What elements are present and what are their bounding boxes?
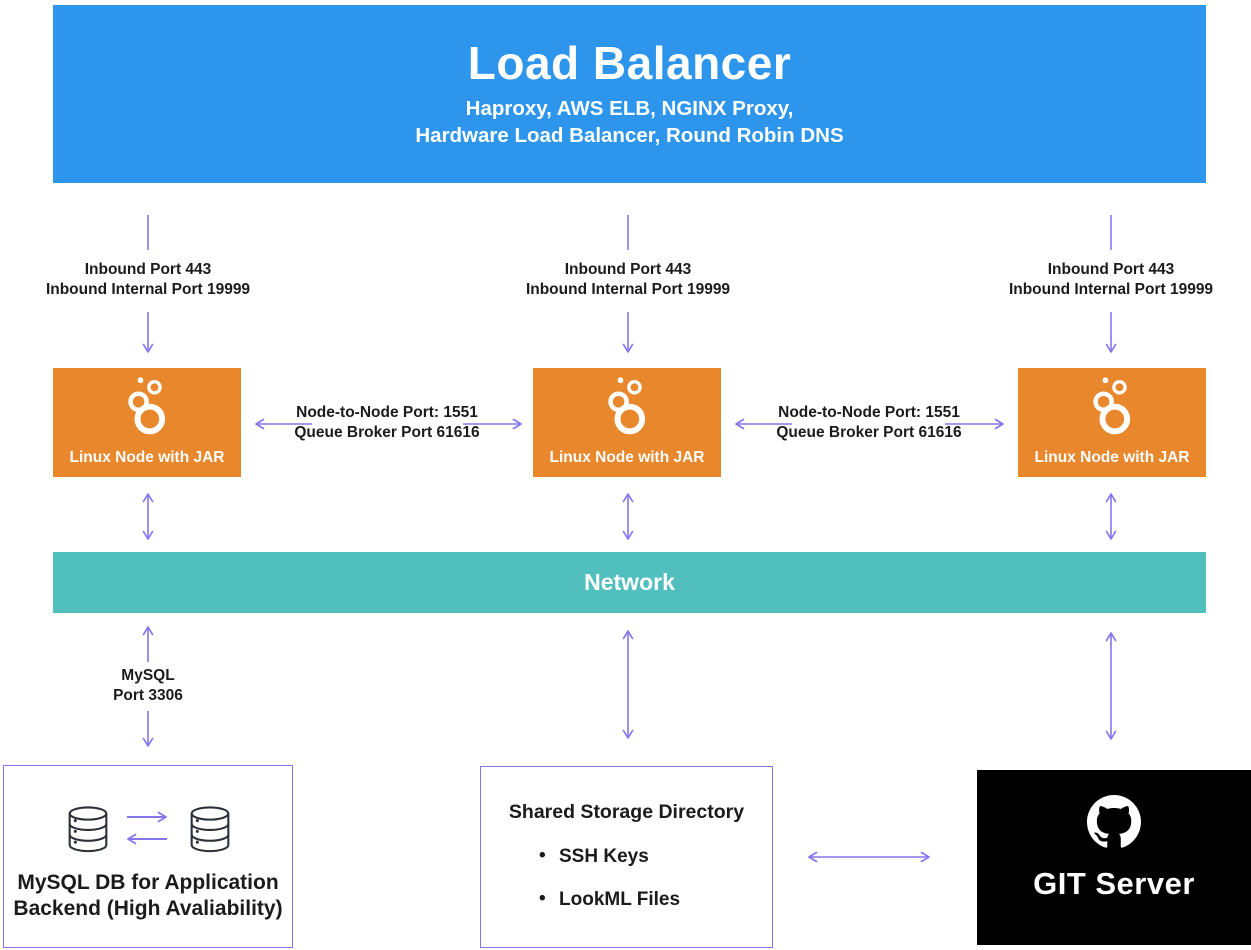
looker-bubbles-icon (128, 377, 166, 435)
inbound-label-1: Inbound Port 443 Inbound Internal Port 1… (8, 260, 288, 300)
looker-bubbles-icon (608, 377, 646, 435)
git-server-label: GIT Server (1033, 866, 1195, 901)
node-link-label-1-line2: Queue Broker Port 61616 (294, 424, 480, 442)
storage-item-ssh-keys: SSH Keys (539, 845, 772, 868)
inbound-label-3: Inbound Port 443 Inbound Internal Port 1… (971, 260, 1251, 300)
load-balancer-subtitle-line1: Haproxy, AWS ELB, NGINX Proxy, (465, 96, 794, 120)
network-label: Network (584, 569, 675, 595)
mysql-db-box: MySQL DB for Application Backend (High A… (3, 765, 293, 948)
inbound-label-2-line1: Inbound Port 443 (564, 261, 692, 278)
mysql-db-label: MySQL DB for Application Backend (High A… (4, 870, 292, 922)
inbound-label-1-line2: Inbound Internal Port 19999 (45, 281, 251, 299)
database-cylinder-icon (190, 806, 230, 853)
linux-node-box-3: Linux Node with JAR (1018, 368, 1206, 477)
mysql-port-label: MySQL Port 3306 (68, 666, 228, 706)
linux-node-box-1: Linux Node with JAR (53, 368, 241, 477)
mysql-port-label-line1: MySQL (121, 667, 175, 684)
database-cylinder-icon (68, 806, 108, 853)
node-label: Linux Node with JAR (549, 449, 705, 466)
looker-bubbles-icon (1093, 377, 1131, 435)
inbound-label-3-line1: Inbound Port 443 (1047, 261, 1175, 278)
node-link-label-2-line2: Queue Broker Port 61616 (776, 424, 962, 442)
inbound-label-1-line1: Inbound Port 443 (84, 261, 212, 278)
mysql-db-label-line2: Backend (High Avaliability) (13, 897, 283, 921)
node-link-label-2: Node-to-Node Port: 1551 Queue Broker Por… (754, 403, 984, 444)
node-label: Linux Node with JAR (1034, 449, 1190, 466)
inbound-label-2-line2: Inbound Internal Port 19999 (525, 281, 731, 299)
node-link-label-2-line1: Node-to-Node Port: 1551 (778, 404, 960, 421)
shared-storage-title: Shared Storage Directory (508, 801, 745, 823)
github-octocat-icon (1087, 795, 1141, 848)
shared-storage-box: Shared Storage Directory SSH Keys LookML… (480, 766, 773, 948)
inbound-label-2: Inbound Port 443 Inbound Internal Port 1… (488, 260, 768, 300)
storage-item-lookml-files: LookML Files (539, 888, 772, 911)
inbound-label-3-line2: Inbound Internal Port 19999 (1008, 281, 1214, 299)
load-balancer-subtitle: Haproxy, AWS ELB, NGINX Proxy, Hardware … (415, 95, 843, 149)
shared-storage-list: SSH Keys LookML Files (539, 845, 772, 911)
node-link-label-1-line1: Node-to-Node Port: 1551 (296, 404, 478, 421)
linux-node-box-2: Linux Node with JAR (533, 368, 721, 477)
load-balancer-subtitle-line2: Hardware Load Balancer, Round Robin DNS (415, 123, 844, 147)
git-server-box: GIT Server (977, 770, 1251, 945)
mysql-port-label-line2: Port 3306 (113, 687, 183, 705)
load-balancer-box: Load Balancer Haproxy, AWS ELB, NGINX Pr… (53, 5, 1206, 183)
mysql-db-label-line1: MySQL DB for Application (17, 871, 279, 894)
network-bar: Network (53, 552, 1206, 613)
node-label: Linux Node with JAR (69, 449, 225, 466)
node-link-label-1: Node-to-Node Port: 1551 Queue Broker Por… (272, 403, 502, 444)
load-balancer-title: Load Balancer (467, 37, 792, 90)
